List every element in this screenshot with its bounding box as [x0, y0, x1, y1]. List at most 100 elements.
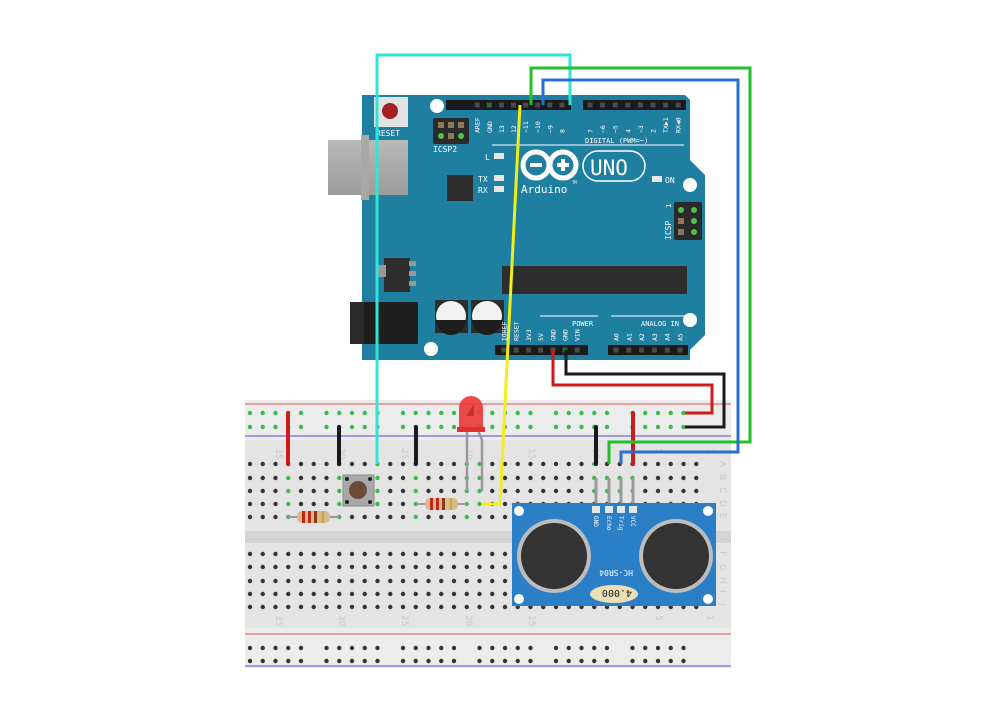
- breadboard-hole[interactable]: [490, 410, 495, 416]
- digital-pin-2[interactable]: [650, 102, 656, 108]
- breadboard-hole[interactable]: [426, 591, 431, 597]
- breadboard-hole[interactable]: [337, 551, 342, 557]
- breadboard-hole[interactable]: [311, 461, 316, 467]
- breadboard-hole[interactable]: [362, 461, 367, 467]
- breadboard-hole[interactable]: [515, 475, 520, 481]
- breadboard-hole[interactable]: [337, 578, 342, 584]
- breadboard-hole[interactable]: [247, 564, 253, 570]
- breadboard-hole[interactable]: [528, 424, 533, 430]
- breadboard-hole[interactable]: [579, 658, 584, 664]
- breadboard-hole[interactable]: [247, 658, 253, 664]
- breadboard-hole[interactable]: [324, 591, 329, 597]
- breadboard-hole[interactable]: [400, 564, 406, 570]
- breadboard-hole[interactable]: [502, 475, 508, 481]
- breadboard-hole[interactable]: [426, 564, 431, 570]
- digital-pin-12[interactable]: [511, 102, 516, 108]
- breadboard-hole[interactable]: [528, 461, 533, 467]
- breadboard-hole[interactable]: [439, 488, 444, 494]
- breadboard-hole[interactable]: [349, 461, 355, 467]
- digital-pin-7[interactable]: [587, 102, 593, 108]
- breadboard-hole[interactable]: [247, 551, 253, 557]
- breadboard-hole[interactable]: [349, 645, 355, 651]
- breadboard-hole[interactable]: [439, 645, 444, 651]
- breadboard-hole[interactable]: [668, 461, 673, 467]
- breadboard-hole[interactable]: [668, 424, 673, 430]
- breadboard-hole[interactable]: [388, 488, 393, 494]
- breadboard-hole[interactable]: [247, 424, 253, 430]
- breadboard-hole[interactable]: [298, 501, 304, 507]
- breadboard-hole[interactable]: [247, 488, 253, 494]
- digital-pin-rx0[interactable]: [675, 102, 681, 108]
- breadboard-hole[interactable]: [324, 551, 329, 557]
- power-pin-vin[interactable]: [574, 347, 580, 353]
- reset-button-cap[interactable]: [382, 103, 398, 119]
- digital-pin-11[interactable]: [523, 102, 529, 108]
- breadboard-hole[interactable]: [413, 604, 418, 610]
- breadboard-hole[interactable]: [286, 578, 291, 584]
- breadboard-hole[interactable]: [566, 488, 571, 494]
- breadboard-hole[interactable]: [528, 410, 533, 416]
- breadboard-hole[interactable]: [502, 645, 508, 651]
- breadboard-hole[interactable]: [273, 475, 278, 481]
- digital-pin-5[interactable]: [612, 102, 618, 108]
- breadboard-hole[interactable]: [298, 658, 304, 664]
- breadboard-hole[interactable]: [349, 564, 355, 570]
- hc-sr04-ultrasonic-sensor[interactable]: GND Echo Trig VCC HC-SR04 4.000: [512, 478, 716, 606]
- breadboard-hole[interactable]: [298, 645, 304, 651]
- breadboard-hole[interactable]: [490, 604, 495, 610]
- breadboard-hole[interactable]: [490, 461, 495, 467]
- breadboard-hole[interactable]: [451, 578, 457, 584]
- breadboard-hole[interactable]: [247, 501, 253, 507]
- breadboard-hole[interactable]: [247, 461, 253, 467]
- breadboard-hole[interactable]: [349, 578, 355, 584]
- breadboard-hole[interactable]: [439, 578, 444, 584]
- breadboard-hole[interactable]: [502, 578, 508, 584]
- breadboard-hole[interactable]: [502, 501, 508, 507]
- breadboard-hole[interactable]: [490, 591, 495, 597]
- breadboard-hole[interactable]: [655, 410, 661, 416]
- breadboard-hole[interactable]: [464, 564, 469, 570]
- breadboard-hole[interactable]: [490, 488, 495, 494]
- breadboard-hole[interactable]: [515, 424, 520, 430]
- breadboard-hole[interactable]: [451, 645, 457, 651]
- breadboard-hole[interactable]: [247, 475, 253, 481]
- breadboard-hole[interactable]: [324, 501, 329, 507]
- breadboard-hole[interactable]: [579, 424, 584, 430]
- breadboard-hole[interactable]: [630, 645, 635, 651]
- breadboard-hole[interactable]: [273, 645, 278, 651]
- breadboard-hole[interactable]: [362, 424, 367, 430]
- breadboard-hole[interactable]: [681, 488, 686, 494]
- breadboard-hole[interactable]: [681, 658, 686, 664]
- breadboard-hole[interactable]: [337, 658, 342, 664]
- breadboard-hole[interactable]: [566, 461, 571, 467]
- breadboard-hole[interactable]: [579, 488, 584, 494]
- digital-pin-tx1[interactable]: [663, 102, 669, 108]
- breadboard-hole[interactable]: [502, 604, 508, 610]
- breadboard-hole[interactable]: [413, 475, 418, 481]
- breadboard-hole[interactable]: [260, 475, 265, 481]
- breadboard-hole[interactable]: [337, 564, 342, 570]
- breadboard-hole[interactable]: [579, 410, 584, 416]
- breadboard-hole[interactable]: [439, 514, 444, 520]
- breadboard-hole[interactable]: [655, 658, 661, 664]
- breadboard-hole[interactable]: [413, 488, 418, 494]
- analog-pin-a4[interactable]: [664, 347, 670, 353]
- breadboard-hole[interactable]: [324, 658, 329, 664]
- breadboard-hole[interactable]: [260, 551, 265, 557]
- breadboard-hole[interactable]: [247, 604, 253, 610]
- breadboard-hole[interactable]: [400, 551, 406, 557]
- breadboard-hole[interactable]: [362, 514, 367, 520]
- digital-pin-3[interactable]: [637, 102, 643, 108]
- breadboard-hole[interactable]: [464, 551, 469, 557]
- breadboard-hole[interactable]: [388, 578, 393, 584]
- breadboard-hole[interactable]: [298, 578, 304, 584]
- breadboard-hole[interactable]: [566, 658, 571, 664]
- breadboard-hole[interactable]: [260, 564, 265, 570]
- breadboard-hole[interactable]: [566, 410, 571, 416]
- breadboard-hole[interactable]: [311, 475, 316, 481]
- breadboard-hole[interactable]: [655, 488, 661, 494]
- breadboard-hole[interactable]: [681, 424, 686, 430]
- breadboard-hole[interactable]: [668, 488, 673, 494]
- breadboard-hole[interactable]: [579, 475, 584, 481]
- digital-pin-9[interactable]: [547, 102, 553, 108]
